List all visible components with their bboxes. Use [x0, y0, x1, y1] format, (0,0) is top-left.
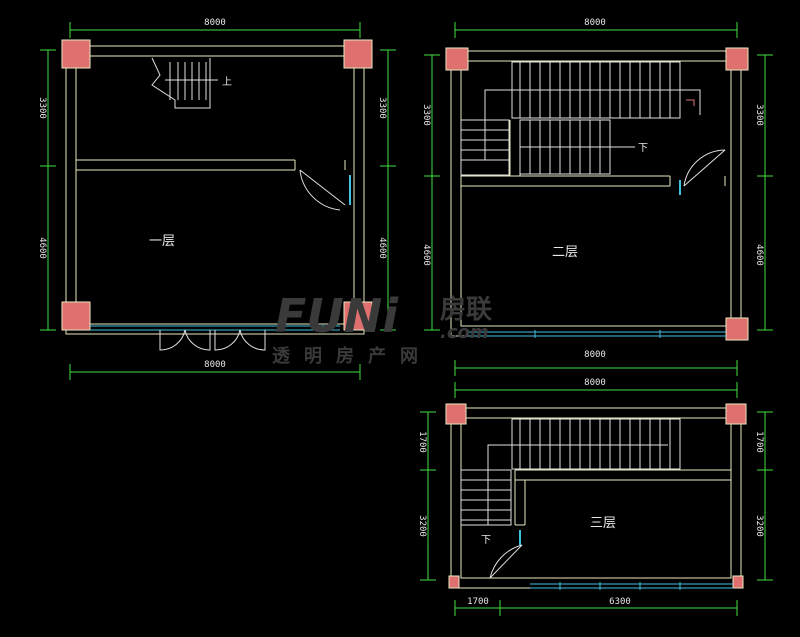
floor-1-dim-left-upper: 3300	[37, 97, 47, 119]
floor-3-stair-label: 下	[481, 535, 491, 546]
floor-3-dim-top: 8000	[584, 378, 606, 388]
floor-3-plan: 8000 1700 6300 1700 3200 1700 3200	[417, 378, 773, 616]
floor-3-front-windows	[530, 582, 733, 590]
floor-1-walls	[65, 45, 365, 335]
floor-1-dim-top: 8000	[204, 18, 226, 28]
floor-1-plan: 8000 8000 3300 4600 3300 4600	[37, 18, 396, 380]
floor-2-columns	[445, 47, 749, 341]
floor-2-dim-bottom: 8000	[584, 350, 606, 360]
watermark-domain: .com	[440, 322, 489, 343]
floor-1-room-label: 一层	[149, 234, 175, 249]
floor-3-dim-bottom-left: 1700	[467, 597, 489, 607]
floor-3-dim-right-upper: 1700	[754, 431, 764, 453]
floor-1-dim-bottom: 8000	[204, 360, 226, 370]
floor-2-dim-right-upper: 3300	[754, 104, 764, 126]
floor-2-plan: 8000 8000 3300 4600 3300 4600	[421, 18, 773, 376]
floor-2-room-label: 二层	[552, 245, 578, 260]
floor-2-stair-label: 下	[638, 143, 648, 154]
floor-3-dim-bottom-right: 6300	[609, 597, 631, 607]
floor-3-dim-left-lower: 3200	[417, 515, 427, 537]
watermark-brand-latin: FUNi	[275, 289, 399, 343]
floor-3-stairs	[460, 418, 681, 526]
floor-3-walls	[450, 407, 742, 589]
floor-3-dim-left-upper: 1700	[417, 431, 427, 453]
floor-1-dim-left-lower: 4600	[37, 237, 47, 259]
watermark-sub: 透明房产网	[272, 345, 432, 367]
floor-3-dim-right-lower: 3200	[754, 515, 764, 537]
floor-2-dimensions	[424, 22, 773, 376]
floor-1-dim-right-upper: 3300	[377, 97, 387, 119]
watermark: FUNi 房联 .com 透明房产网	[272, 289, 492, 367]
floor-2-dim-right-lower: 4600	[754, 244, 764, 266]
floor-2-dim-left-lower: 4600	[421, 244, 431, 266]
floor-2-walls	[450, 50, 742, 337]
floor-1-stair-label: 上	[222, 76, 232, 88]
floor-2-stairs	[460, 61, 701, 176]
floor-2-dim-left-upper: 3300	[421, 104, 431, 126]
floor-2-door	[683, 149, 726, 187]
floor-1-door	[299, 169, 346, 211]
floor-2-dim-top: 8000	[584, 18, 606, 28]
floor-3-columns	[445, 403, 747, 589]
watermark-brand-cn: 房联	[440, 295, 492, 325]
floor-2-marker	[686, 99, 695, 106]
floor-3-room-label: 三层	[590, 516, 616, 531]
floor-1-entry-doors	[159, 329, 266, 351]
floor-2-front-windows	[468, 330, 726, 338]
floor-1-dimensions	[40, 22, 396, 380]
floor-1-stairs	[151, 57, 218, 109]
floor-3-dimensions	[420, 382, 773, 616]
floor-1-columns	[61, 39, 373, 331]
floor-3-door	[489, 544, 523, 579]
floor-1-dim-right-lower: 4600	[377, 237, 387, 259]
